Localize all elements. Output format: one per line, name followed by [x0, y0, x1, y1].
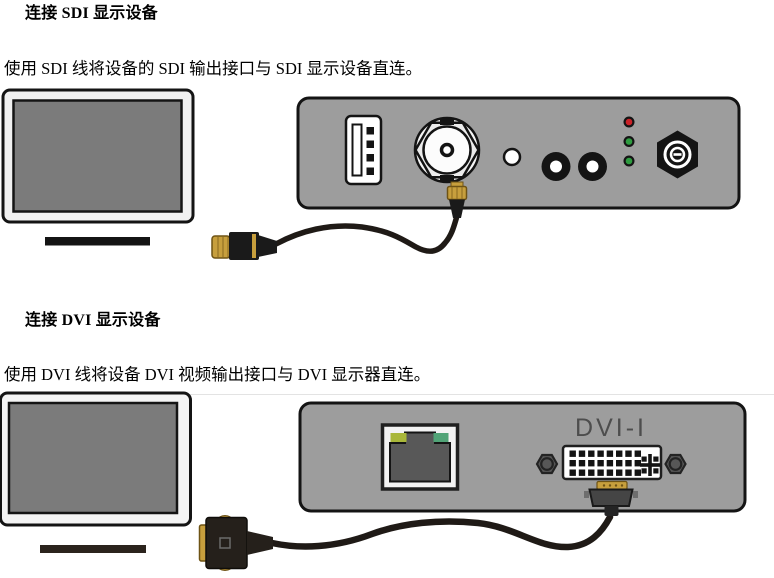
dvi-section-heading: 连接 DVI 显示设备: [25, 312, 161, 329]
ethernet-port-icon: [380, 423, 460, 491]
screw-nut-left-icon: [535, 453, 559, 475]
rca-jack-left-icon: [541, 152, 571, 181]
sdi-bnc-port-icon: [413, 116, 481, 184]
power-connector-icon: [657, 130, 698, 179]
bnc-male-connector-icon: [211, 232, 277, 260]
status-led-red-icon: [623, 116, 635, 128]
ethernet-led-green: [433, 433, 449, 442]
monitor-screen: [12, 99, 183, 213]
status-led-green1-icon: [623, 136, 635, 147]
dvi-male-connector-icon: [198, 515, 273, 571]
dvi-display-monitor: [0, 391, 192, 553]
sdi-display-monitor: [1, 88, 195, 246]
dvi-device-rear-panel: DVI-I: [298, 401, 747, 513]
dvi-connection-diagram: DVI-I: [0, 391, 747, 571]
white-indicator-icon: [502, 147, 522, 167]
usb-port-icon: [344, 114, 383, 186]
sdi-section-body: 使用 SDI 线将设备的 SDI 输出接口与 SDI 显示设备直连。: [4, 59, 423, 78]
sdi-cable: [211, 181, 468, 260]
rca-jack-right-icon: [578, 152, 607, 181]
screw-nut-right-icon: [664, 453, 687, 475]
sdi-connection-diagram: [1, 88, 741, 260]
ethernet-led-yellow: [390, 433, 407, 442]
monitor-stand: [45, 237, 150, 246]
dvi-male-plug-icon: [584, 480, 638, 516]
status-led-green2-icon: [623, 155, 635, 167]
dvi-section-body: 使用 DVI 线将设备 DVI 视频输出接口与 DVI 显示器直连。: [4, 365, 431, 384]
sdi-device-rear-panel: [296, 96, 741, 210]
dvi-cable: [198, 480, 638, 571]
monitor-screen: [7, 401, 179, 515]
dvi-port-label: DVI-I: [575, 414, 647, 442]
image-top-border: [0, 394, 774, 395]
sdi-section-heading: 连接 SDI 显示设备: [25, 5, 158, 22]
sma-male-connector-icon: [446, 181, 468, 218]
dvi-i-port-icon: [561, 444, 663, 481]
monitor-stand: [40, 545, 146, 553]
